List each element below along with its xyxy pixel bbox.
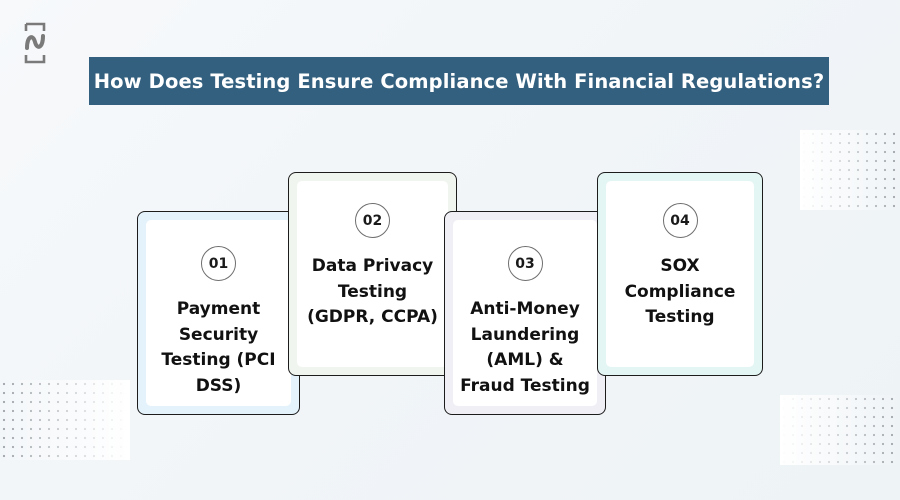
step-label: Anti-Money Laundering (AML) & Fraud Test… — [460, 299, 590, 396]
decorative-dots-bottom-left — [0, 380, 130, 460]
step-number-badge: 04 — [662, 203, 698, 238]
step-card-body: 01 Payment Security Testing (PCI DSS) — [146, 220, 291, 406]
step-number-badge: 01 — [201, 246, 236, 281]
step-number-badge: 02 — [355, 203, 390, 238]
step-label: Payment Security Testing (PCI DSS) — [161, 299, 276, 396]
step-card-body: 02 Data Privacy Testing (GDPR, CCPA) — [297, 181, 448, 367]
step-label: SOX Compliance Testing — [624, 256, 736, 327]
step-card-1: 01 Payment Security Testing (PCI DSS) — [137, 211, 300, 415]
step-card-2: 02 Data Privacy Testing (GDPR, CCPA) — [288, 172, 457, 376]
page-title-banner: How Does Testing Ensure Compliance With … — [89, 57, 829, 105]
step-card-4: 04 SOX Compliance Testing — [597, 172, 763, 376]
step-label: Data Privacy Testing (GDPR, CCPA) — [307, 256, 438, 327]
decorative-dots-top-right — [800, 130, 900, 210]
decorative-dots-bottom-right — [780, 395, 900, 465]
page-title: How Does Testing Ensure Compliance With … — [93, 69, 825, 93]
step-card-body: 04 SOX Compliance Testing — [606, 181, 754, 367]
step-number-badge: 03 — [507, 246, 543, 281]
step-card-3: 03 Anti-Money Laundering (AML) & Fraud T… — [444, 211, 606, 415]
brand-logo-icon — [23, 22, 47, 64]
step-card-body: 03 Anti-Money Laundering (AML) & Fraud T… — [453, 220, 597, 406]
